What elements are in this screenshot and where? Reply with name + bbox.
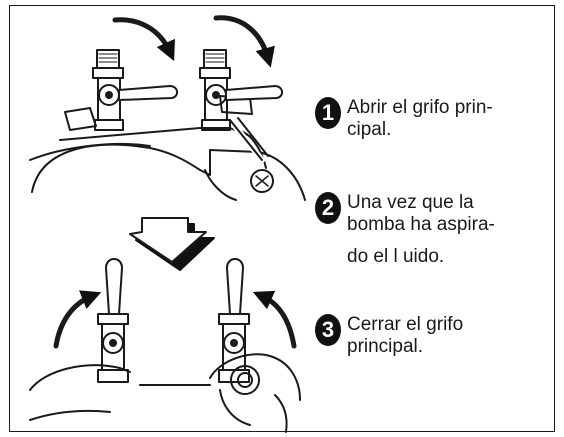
step-2: 2 Una vez que la bomba ha aspira- do el … <box>315 192 495 268</box>
step-line: cipal. <box>347 119 392 140</box>
curved-arrow-down-icon <box>213 15 275 68</box>
curved-arrow-down-icon <box>112 17 175 62</box>
step-line: principal. <box>347 336 424 357</box>
curved-arrow-up-icon <box>252 290 297 349</box>
step-text: Cerrar el grifo principal. <box>347 314 463 358</box>
step-line: Cerrar el grifo <box>347 314 464 335</box>
step-text: Una vez que la bomba ha aspira- do el l … <box>347 192 495 268</box>
top-valve-left <box>92 49 178 131</box>
step-number-badge: 1 <box>315 97 341 129</box>
panel-border <box>9 5 555 432</box>
step-line: bomba ha aspira- <box>347 214 495 235</box>
bottom-valve-right <box>218 258 250 383</box>
step-line: do el l uido. <box>347 246 445 267</box>
step-1: 1 Abrir el grifo prin- cipal. <box>315 97 493 141</box>
bottom-pump-body <box>29 353 301 433</box>
step-number-badge: 2 <box>315 192 341 224</box>
down-arrow-icon <box>129 217 215 271</box>
step-line: Abrir el grifo prin- <box>347 97 493 118</box>
curved-arrow-up-icon <box>53 290 102 349</box>
step-line: Una vez que la <box>347 192 474 213</box>
step-3: 3 Cerrar el grifo principal. <box>315 314 463 358</box>
step-text: Abrir el grifo prin- cipal. <box>347 97 493 141</box>
top-valve-right <box>199 49 283 131</box>
step-number-badge: 3 <box>315 314 341 346</box>
bottom-valve-left <box>97 258 129 383</box>
top-pump-body <box>29 95 306 201</box>
